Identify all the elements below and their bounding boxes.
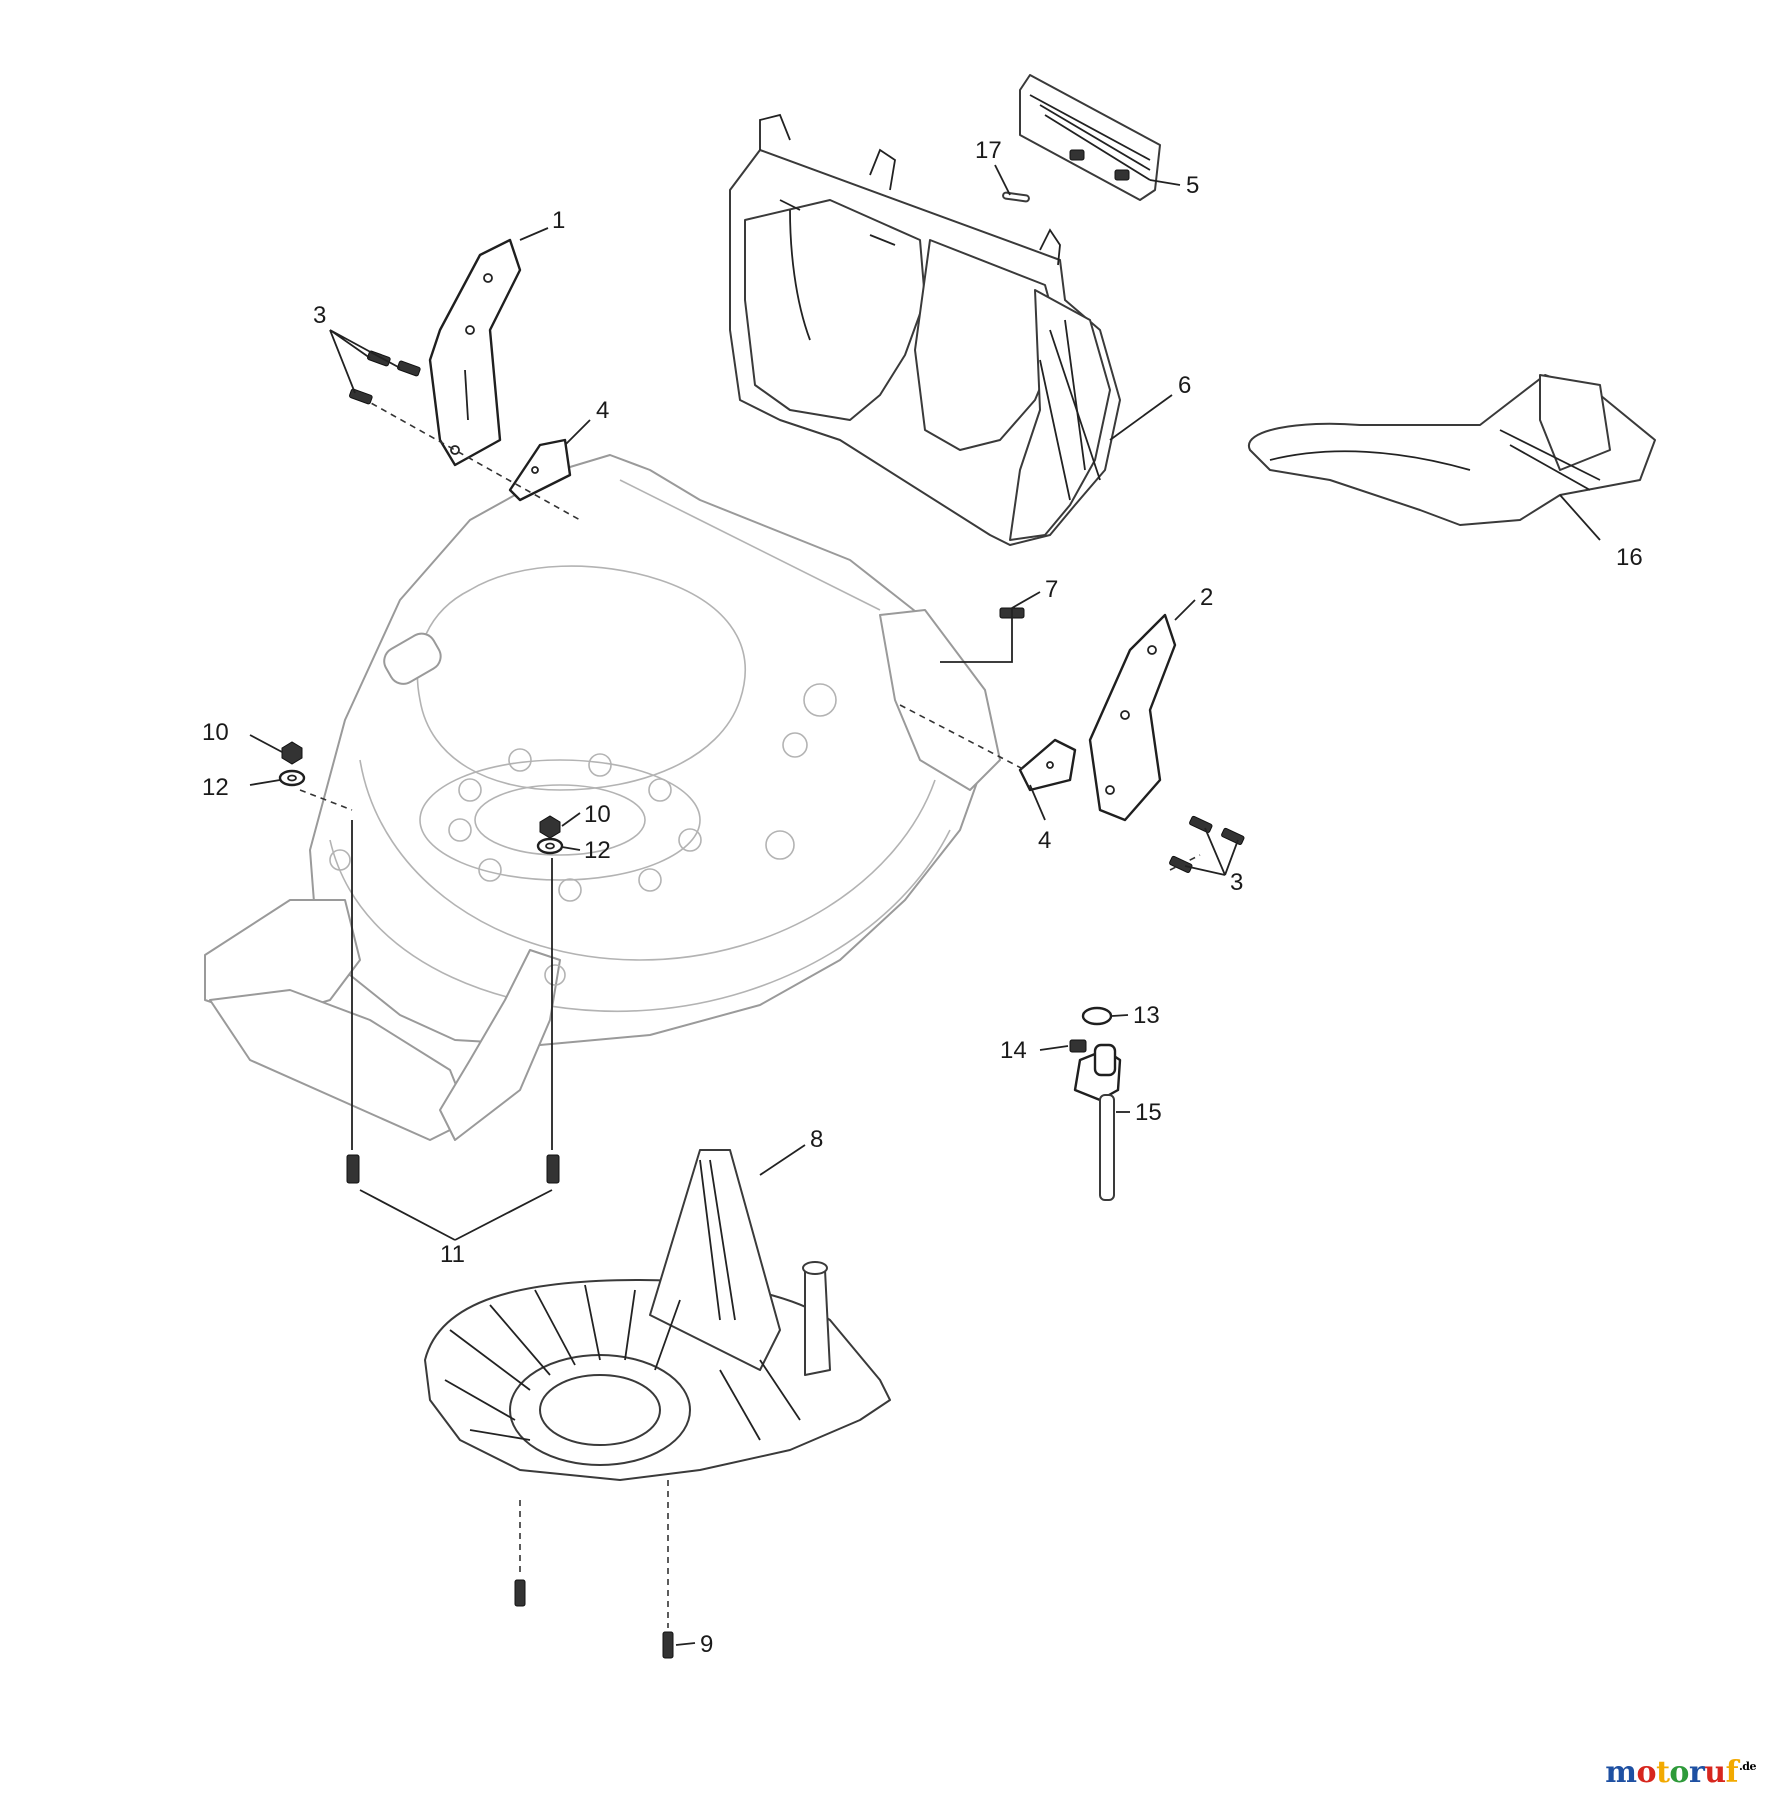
callout-12-center: 12: [584, 837, 611, 864]
logo-domain: .de: [1738, 1760, 1757, 1773]
logo-letter: o: [1669, 1755, 1689, 1790]
callout-17: 17: [975, 137, 1002, 164]
baffle-ribs: [444, 1284, 801, 1441]
washer-center: [536, 837, 564, 855]
plate-left: [508, 438, 572, 502]
callout-8: 8: [810, 1126, 823, 1153]
plate-right: [1018, 738, 1077, 792]
logo-wordmark: motoruf: [1605, 1755, 1738, 1790]
logo-letter: t: [1656, 1755, 1670, 1790]
nut-left: [281, 741, 303, 765]
pin: [1002, 191, 1030, 203]
mower-deck: [204, 454, 1001, 1141]
callout-12-left: 12: [202, 774, 229, 801]
leader-lines: [249, 164, 1601, 1646]
nut-center: [539, 815, 561, 839]
callout-3-right: 3: [1230, 869, 1243, 896]
mulching-plug: [1247, 374, 1656, 526]
flap: [1019, 74, 1161, 201]
callout-9: 9: [700, 1631, 713, 1658]
washer-left: [278, 769, 306, 787]
callout-15: 15: [1135, 1099, 1162, 1126]
callout-16: 16: [1616, 544, 1643, 571]
screw-9-left: [514, 1579, 526, 1607]
callout-3-left: 3: [313, 302, 326, 329]
screw-9-right: [662, 1631, 674, 1659]
callout-14: 14: [1000, 1037, 1027, 1064]
logo-letter: f: [1725, 1755, 1739, 1790]
callout-2: 2: [1200, 584, 1213, 611]
callout-4-right: 4: [1038, 827, 1051, 854]
bolt-right: [546, 1154, 560, 1184]
logo-letter: o: [1636, 1755, 1657, 1790]
logo-letter: r: [1688, 1755, 1705, 1790]
screws-left: [349, 350, 421, 405]
callout-labels: 1 2 3 3 4 4 5 6 7 8 9 10 10 11 12 12 13 …: [202, 137, 1643, 1658]
callout-1: 1: [552, 207, 565, 234]
watermark-logo: motoruf.de: [1605, 1755, 1756, 1790]
callout-6: 6: [1178, 372, 1191, 399]
logo-letter: m: [1605, 1755, 1637, 1790]
logo-letter: u: [1704, 1755, 1726, 1790]
callout-11: 11: [440, 1241, 465, 1268]
callout-13: 13: [1133, 1002, 1160, 1029]
callout-4-left: 4: [596, 397, 609, 424]
callout-7: 7: [1045, 576, 1058, 603]
callout-10-center: 10: [584, 801, 611, 828]
deck-bolt-holes: [448, 683, 837, 902]
handle-bracket-right: [1088, 613, 1177, 822]
handle-bracket-left: [428, 238, 522, 467]
callout-10-left: 10: [202, 719, 229, 746]
grass-bag-frame: [729, 113, 1121, 546]
bolt-left: [346, 1154, 360, 1184]
axle-assembly: [1069, 1006, 1122, 1201]
baffle: [424, 1149, 891, 1481]
screws-right: [1169, 815, 1245, 874]
callout-5: 5: [1186, 172, 1199, 199]
